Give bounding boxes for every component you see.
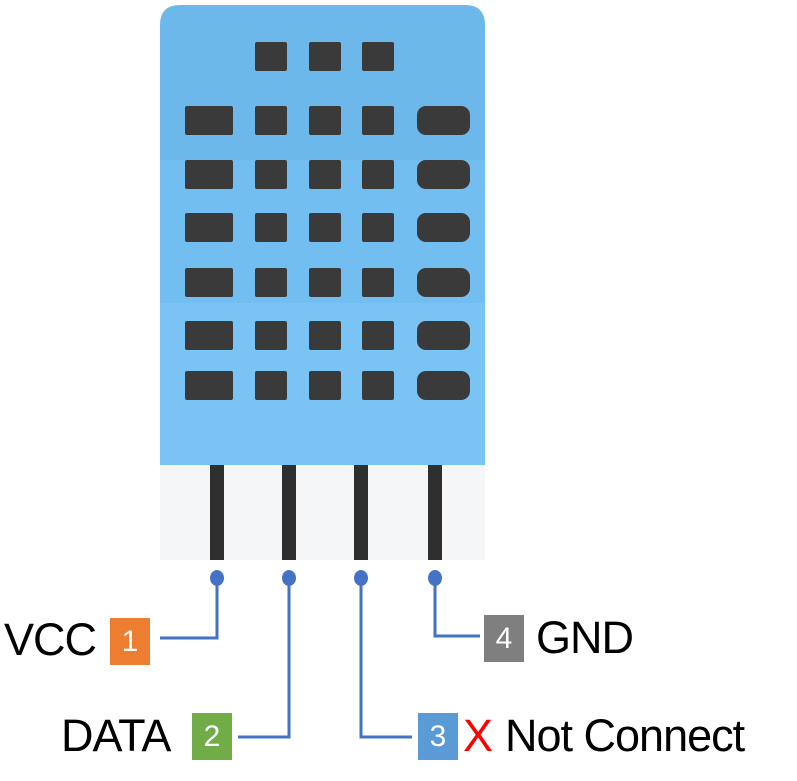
grille-slot [417, 106, 470, 135]
grille-slot [185, 160, 233, 189]
grille-slot [417, 268, 470, 297]
grille-slot [309, 42, 341, 71]
sensor-pin-2 [282, 465, 296, 560]
grille-slot [362, 106, 394, 135]
sensor-grille [185, 42, 470, 400]
grille-slot [185, 213, 233, 242]
grille-slot [362, 160, 394, 189]
sensor-pins [210, 465, 442, 560]
pin-dot-2 [282, 570, 296, 586]
pin-label-gnd: GND [536, 612, 634, 663]
pin-label-vcc: VCC [4, 614, 97, 665]
grille-slot [255, 213, 287, 242]
pin-number-1: 1 [110, 618, 150, 665]
grille-slot [309, 106, 341, 135]
leader-line-nc [359, 578, 412, 739]
grille-slot [362, 321, 394, 350]
pin-label-not-connect: Not Connect [505, 710, 745, 761]
pin-number-3: 3 [418, 713, 458, 760]
pin-dot-1 [210, 570, 224, 586]
grille-slot [255, 371, 287, 400]
grille-slot [362, 371, 394, 400]
pin-dot-3 [354, 570, 368, 586]
grille-slot [255, 42, 287, 71]
leader-line-data [238, 578, 291, 739]
sensor-pin-1 [210, 465, 224, 560]
sensor-pin-4 [428, 465, 442, 560]
pin-dots [210, 570, 442, 586]
grille-slot [417, 213, 470, 242]
grille-slot [255, 321, 287, 350]
grille-slot [309, 321, 341, 350]
grille-slot [255, 106, 287, 135]
grille-slot [255, 268, 287, 297]
grille-slot [362, 268, 394, 297]
grille-slot [185, 321, 233, 350]
grille-slot [185, 106, 233, 135]
grille-slot [362, 213, 394, 242]
pin-number-4: 4 [484, 615, 524, 662]
pin-label-data: DATA [61, 710, 171, 761]
grille-slot [417, 321, 470, 350]
grille-slot [185, 268, 233, 297]
not-connected-x-icon: X [463, 710, 494, 761]
grille-slot [309, 213, 341, 242]
grille-slot [309, 371, 341, 400]
grille-slot [362, 42, 394, 71]
sensor-pin-3 [354, 465, 368, 560]
grille-slot [417, 371, 470, 400]
grille-slot [185, 371, 233, 400]
grille-slot [309, 160, 341, 189]
pin-number-2: 2 [192, 713, 232, 760]
leader-line-gnd [433, 578, 480, 638]
grille-slot [255, 160, 287, 189]
pin-dot-4 [428, 570, 442, 586]
leader-line-vcc [160, 578, 219, 640]
leader-lines [160, 578, 480, 739]
grille-slot [417, 160, 470, 189]
grille-slot [309, 268, 341, 297]
